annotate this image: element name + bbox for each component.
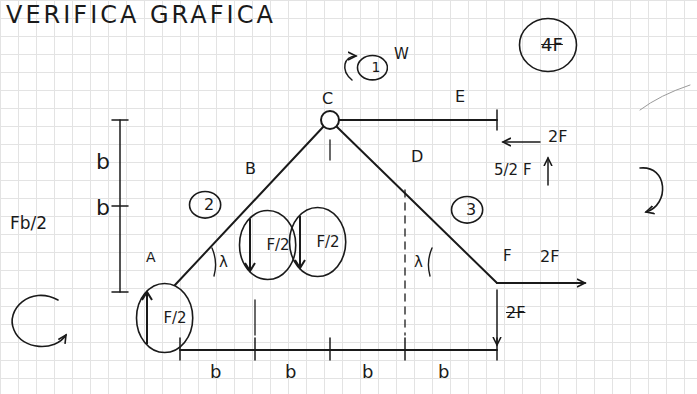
annotation-label: Fb/2	[10, 214, 47, 233]
annotation-label: 2F	[540, 248, 559, 266]
annotation-label: λ	[219, 254, 228, 271]
callout-circle: 1	[356, 54, 389, 81]
callout-circle: 3	[450, 195, 484, 225]
node-text: 4F	[541, 35, 563, 55]
node-text: F/2	[163, 310, 186, 327]
annotation-label: b	[210, 362, 221, 382]
node-text: 1	[372, 60, 381, 75]
node-text: 2	[204, 196, 214, 214]
callout-circle: 4F	[518, 17, 578, 73]
annotation-label: D	[411, 148, 423, 166]
node-text: F/2	[316, 234, 339, 251]
annotation-label: λ	[414, 254, 423, 271]
node-text: 3	[466, 201, 476, 219]
annotation-label: 5/2 F	[494, 162, 532, 179]
annotation-label: b	[285, 362, 296, 382]
annotation-label: B	[245, 160, 256, 178]
annotation-label: 2F	[506, 304, 525, 322]
callout-circle: F/2	[288, 206, 347, 278]
callout-circle: F/2	[238, 209, 297, 281]
annotation-label: E	[455, 88, 465, 106]
annotation-label: b	[438, 362, 449, 382]
callout-circle: 2	[188, 190, 222, 220]
annotation-label: b	[96, 150, 110, 174]
title: VERIFICA GRAFICA	[6, 2, 276, 28]
callout-circle: F/2	[135, 282, 194, 354]
annotation-label: F	[503, 248, 512, 265]
annotation-label: 2F	[548, 128, 567, 146]
node-text: F/2	[266, 237, 289, 254]
annotation-label: W	[394, 46, 409, 63]
annotation-label: C	[322, 90, 333, 108]
annotation-label: A	[146, 250, 156, 265]
annotation-label: b	[96, 196, 110, 220]
annotation-label: b	[362, 362, 373, 382]
